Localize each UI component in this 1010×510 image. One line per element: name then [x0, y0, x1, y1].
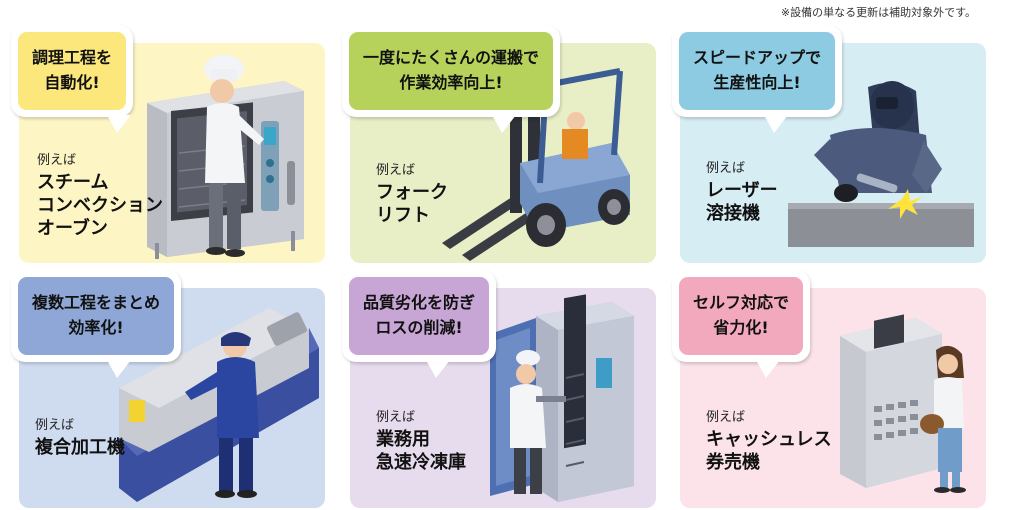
disclaimer-note: ※設備の単なる更新は補助対象外です。: [780, 6, 976, 19]
cashless-kiosk-illustration: [840, 314, 966, 493]
headline-text: 複数工程をまとめ 効率化!: [18, 277, 175, 355]
headline-bubble: セルフ対応で 省力化!: [672, 270, 811, 378]
example-block: 例えば フォーク リフト: [376, 159, 448, 227]
card-cashless-kiosk: セルフ対応で 省力化! 例えば キャッシュレス 券売機: [672, 270, 986, 508]
equipment-name: キャッシュレス 券売機: [706, 429, 832, 474]
equipment-name: フォーク リフト: [376, 182, 448, 227]
card-machine-tool: 複数工程をまとめ 効率化! 例えば 複合加工機: [11, 270, 325, 508]
example-block: 例えば キャッシュレス 券売機: [706, 406, 832, 474]
headline-text: 一度にたくさんの運搬で 作業効率向上!: [349, 32, 554, 110]
bubble-tail: [492, 114, 516, 133]
headline-bubble: スピードアップで 生産性向上!: [672, 25, 843, 133]
bubble-tail: [107, 359, 131, 378]
bubble-tail: [426, 359, 450, 378]
equipment-name: 業務用 急速冷凍庫: [376, 429, 466, 474]
bubble-tail: [764, 114, 788, 133]
card-convection-oven: 調理工程を 自動化! 例えば スチーム コンベクション オーブン: [11, 25, 325, 263]
headline-bubble: 品質劣化を防ぎ ロスの削減!: [342, 270, 497, 378]
headline-bubble: 調理工程を 自動化!: [11, 25, 134, 133]
equipment-name: 複合加工機: [35, 437, 125, 458]
equipment-name: スチーム コンベクション オーブン: [37, 172, 163, 240]
bubble-tail: [756, 359, 780, 378]
laser-welder-illustration: [788, 81, 974, 247]
example-label: 例えば: [376, 410, 416, 425]
headline-bubble: 一度にたくさんの運搬で 作業効率向上!: [342, 25, 561, 133]
convection-oven-illustration: [147, 55, 304, 259]
example-block: 例えば レーザー 溶接機: [706, 157, 778, 225]
headline-text: スピードアップで 生産性向上!: [679, 32, 836, 110]
example-label: 例えば: [376, 163, 416, 178]
example-block: 例えば 業務用 急速冷凍庫: [376, 406, 466, 474]
blast-freezer-illustration: [490, 294, 634, 502]
example-label: 例えば: [706, 161, 746, 176]
machine-tool-illustration: [119, 308, 319, 502]
card-blast-freezer: 品質劣化を防ぎ ロスの削減! 例えば 業務用 急速冷凍庫: [342, 270, 656, 508]
bubble-tail: [107, 114, 131, 133]
example-block: 例えば スチーム コンベクション オーブン: [37, 149, 163, 240]
card-forklift: 一度にたくさんの運搬で 作業効率向上! 例えば フォーク リフト: [342, 25, 656, 263]
headline-text: 調理工程を 自動化!: [18, 32, 127, 110]
headline-bubble: 複数工程をまとめ 効率化!: [11, 270, 182, 378]
example-label: 例えば: [706, 410, 746, 425]
example-label: 例えば: [37, 153, 77, 168]
equipment-name: レーザー 溶接機: [706, 180, 778, 225]
example-label: 例えば: [35, 418, 75, 433]
headline-text: セルフ対応で 省力化!: [679, 277, 804, 355]
example-block: 例えば 複合加工機: [35, 414, 125, 459]
forklift-illustration: [442, 68, 630, 261]
card-laser-welder: スピードアップで 生産性向上! 例えば レーザー 溶接機: [672, 25, 986, 263]
headline-text: 品質劣化を防ぎ ロスの削減!: [349, 277, 490, 355]
